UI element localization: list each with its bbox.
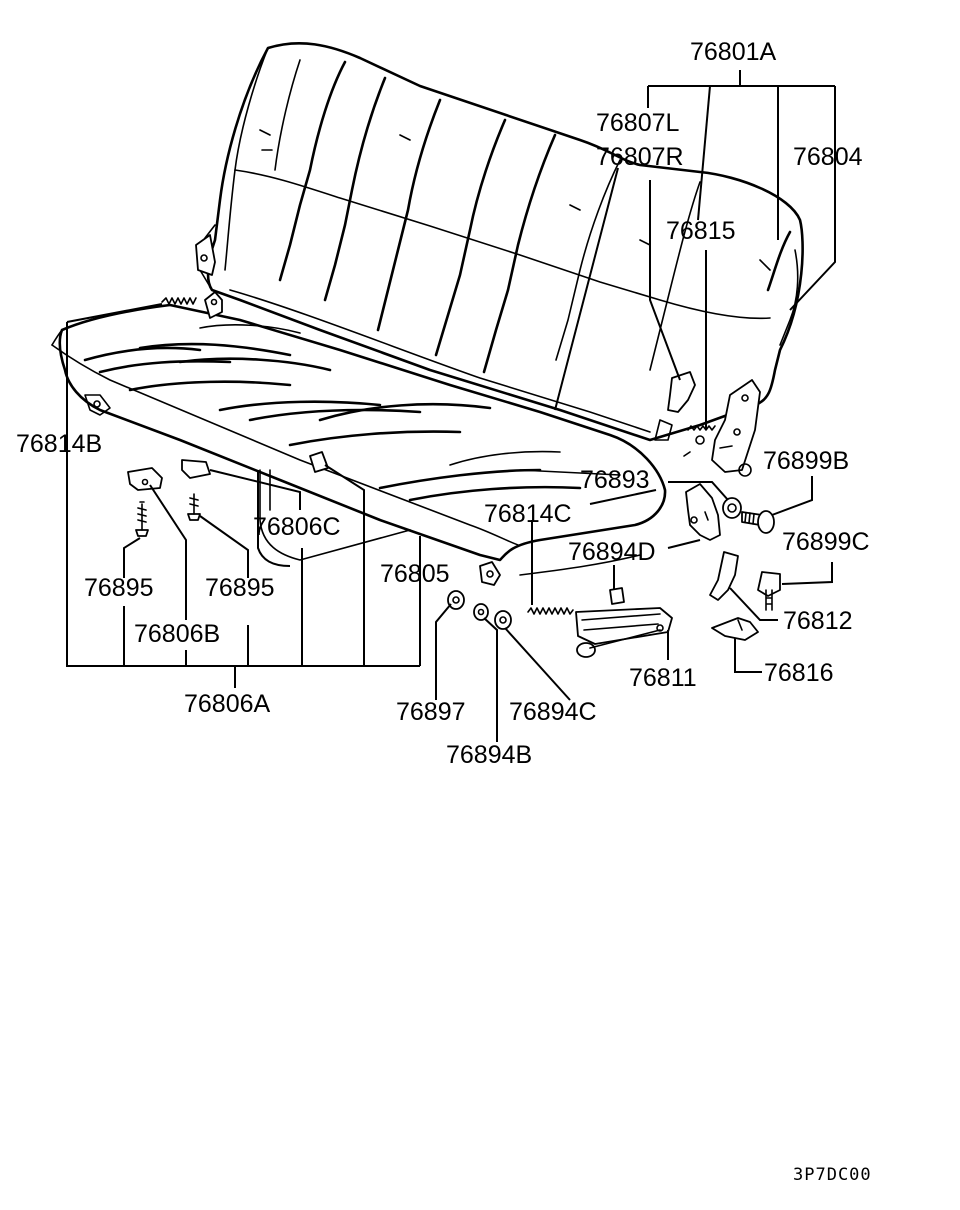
label-76806A: 76806A (184, 690, 271, 718)
diagram-code: 3P7DC00 (793, 1165, 872, 1185)
label-76897: 76897 (396, 698, 466, 726)
washer-76894B (473, 603, 489, 621)
label-76895-b: 76895 (205, 574, 275, 602)
label-76814B: 76814B (16, 430, 102, 458)
clip-76806B (127, 467, 163, 491)
seat-back-left-hinge (195, 234, 216, 276)
label-76806B: 76806B (134, 620, 220, 648)
bushing-76897 (447, 590, 465, 610)
bolt-76899B (741, 510, 775, 534)
bolt-76899C (757, 571, 781, 611)
leader-lines (66, 70, 836, 742)
hinge-plate-76804 (711, 379, 761, 477)
label-76801A: 76801A (690, 38, 777, 66)
label-76894B: 76894B (446, 741, 532, 769)
label-76807L: 76807L (596, 109, 680, 137)
spring-76814C (527, 607, 574, 615)
label-76899B: 76899B (763, 447, 849, 475)
label-76811: 76811 (629, 664, 697, 692)
screw-76895-b (187, 493, 201, 521)
label-76805: 76805 (380, 560, 450, 588)
label-76815: 76815 (666, 217, 736, 245)
label-76816: 76816 (764, 659, 834, 687)
clip-76806C (181, 459, 211, 479)
seat-cushion (51, 303, 667, 562)
clip-76894D-small (609, 587, 625, 605)
seat-back-cushion (197, 41, 804, 442)
part-labels: 76801A 76807L 76807R 76804 76815 76899B … (16, 38, 872, 1185)
label-76814C: 76814C (484, 500, 572, 528)
label-76894D: 76894D (568, 538, 656, 566)
label-76895-a: 76895 (84, 574, 154, 602)
label-76893: 76893 (580, 466, 650, 494)
label-76806C: 76806C (253, 513, 341, 541)
label-76894C: 76894C (509, 698, 597, 726)
spring-76814B (161, 291, 223, 319)
bracket-76894D (685, 483, 721, 541)
recliner-lever-76807 (654, 371, 696, 441)
washer-76893 (722, 497, 742, 519)
label-76812: 76812 (783, 607, 853, 635)
spring-76815 (683, 425, 716, 457)
label-76899C: 76899C (782, 528, 870, 556)
screw-76895-a (135, 501, 149, 537)
striker-76816 (711, 617, 759, 641)
bracket-76812 (709, 551, 739, 601)
label-76807R: 76807R (596, 143, 684, 171)
link-76811 (575, 607, 673, 658)
washer-76894C (494, 610, 512, 630)
label-76804: 76804 (793, 143, 863, 171)
